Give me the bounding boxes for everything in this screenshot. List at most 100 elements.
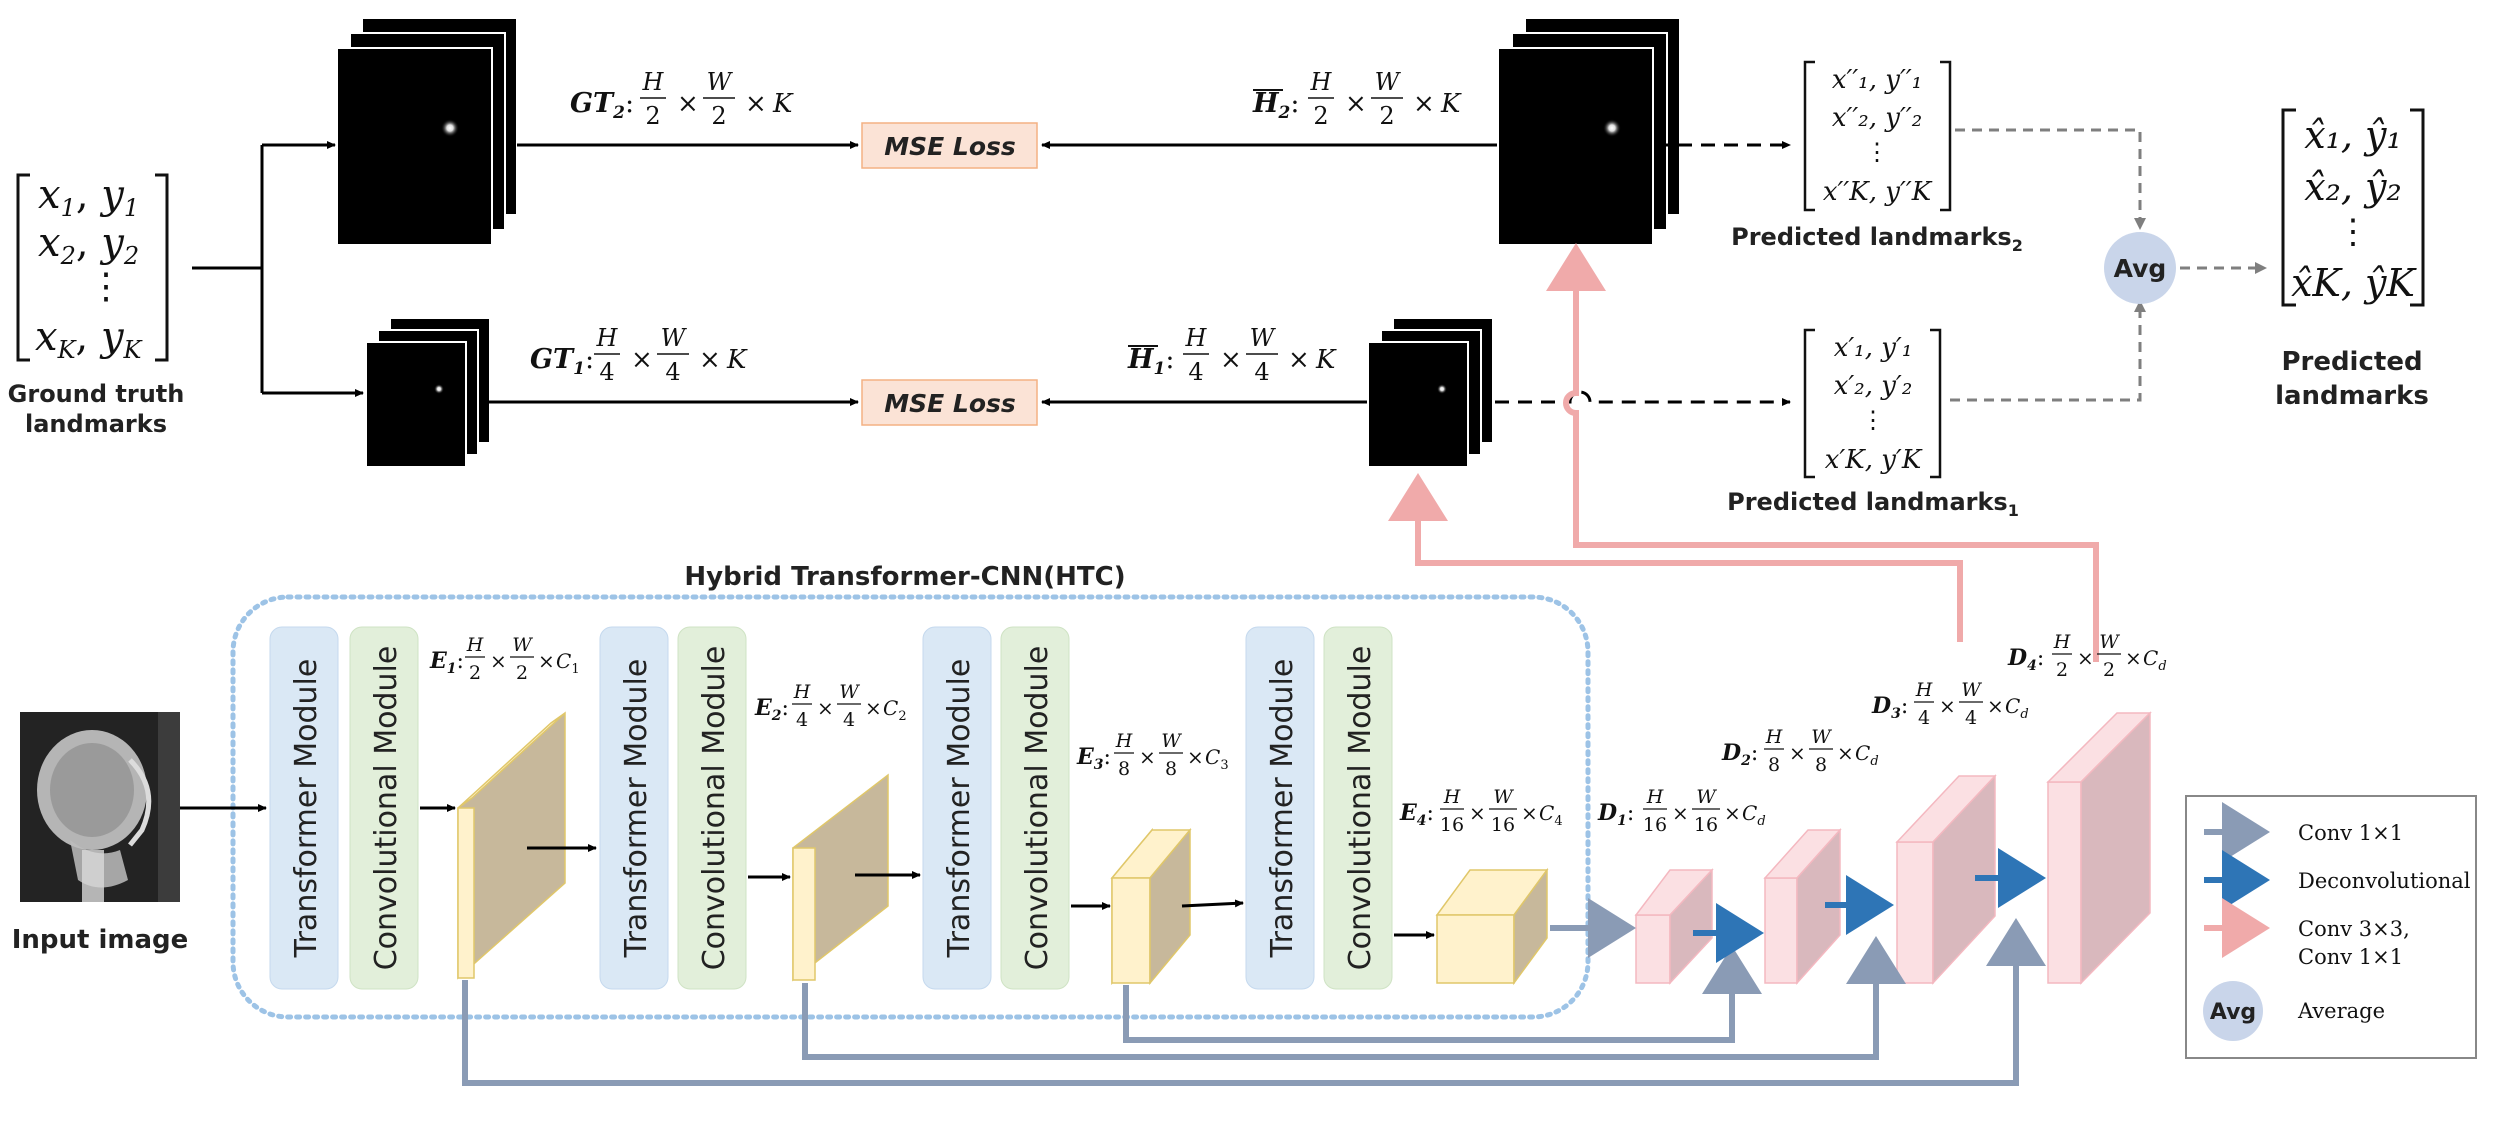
gt-yk-sub: K bbox=[123, 336, 144, 364]
mse-loss-bottom-label: MSE Loss bbox=[884, 389, 1016, 418]
e1-num-w: W bbox=[512, 634, 533, 656]
svg-text:D3:: D3: bbox=[1871, 693, 1908, 722]
gt1-name: GT bbox=[530, 344, 575, 375]
htc-modules: Transformer Module Convolutional Module … bbox=[269, 626, 1393, 990]
gt-y2: y bbox=[99, 220, 125, 266]
e4-c: C bbox=[1539, 801, 1554, 825]
final-label-line2: landmarks bbox=[2275, 381, 2429, 411]
htc-title: Hybrid Transformer-CNN(HTC) bbox=[684, 562, 1125, 592]
mse-loss-top-box bbox=[861, 122, 1038, 169]
decoder-1-side bbox=[1669, 868, 1713, 985]
svg-text:xK, yK: xK, yK bbox=[35, 314, 144, 364]
h2-k: K bbox=[1440, 89, 1462, 119]
h1-times: × bbox=[1220, 345, 1242, 375]
legend-conv3-label-2: Conv 1×1 bbox=[2298, 945, 2403, 969]
svg-text:C3: C3 bbox=[1205, 745, 1229, 773]
h1-den-w: 4 bbox=[1254, 358, 1269, 386]
pred1-label: Predicted landmarks bbox=[1727, 488, 2008, 516]
d3-den-w: 4 bbox=[1965, 707, 1977, 729]
h2-num-h: H bbox=[1310, 68, 1333, 96]
svg-text:×: × bbox=[1939, 694, 1956, 718]
decoder-dim-labels: D1: H 16 × W 16 × Cd D2: H 8 × W 8 × Cd … bbox=[1597, 631, 2167, 836]
ground-truth-label-line1: Ground truth bbox=[8, 380, 185, 408]
ground-truth-matrix: x1, y1 x2, y2 ⋮ xK, yK Ground truth land… bbox=[8, 172, 185, 438]
svg-text:×: × bbox=[490, 649, 507, 673]
svg-text:GT2:: GT2: bbox=[570, 88, 634, 123]
h2-heatmap-stack bbox=[1497, 17, 1681, 246]
deconv-arrows bbox=[1693, 848, 2046, 963]
skip-connections bbox=[462, 898, 2046, 1086]
d1-name: D bbox=[1597, 800, 1617, 826]
d3-num-w: W bbox=[1961, 679, 1982, 701]
transformer-module-3 bbox=[922, 626, 992, 990]
decoder-3-side bbox=[1932, 774, 1996, 985]
h1-num-h: H bbox=[1185, 324, 1208, 352]
d2-c: C bbox=[1855, 741, 1870, 765]
pred2-label-sub: 2 bbox=[2012, 236, 2023, 255]
pred1-label-sub: 1 bbox=[2008, 501, 2019, 520]
h1-colon: : bbox=[1165, 344, 1174, 375]
conv-module-3-label: Convolutional Module bbox=[1020, 646, 1055, 971]
svg-text:×: × bbox=[817, 696, 834, 720]
pred2-dots: ⋮ bbox=[1865, 138, 1889, 166]
gt2-dims: GT2: H 2 × W 2 × K bbox=[570, 68, 794, 130]
gt-y1-sub: 1 bbox=[124, 194, 139, 222]
predicted-landmarks-1: x′₁, y′₁ x′₂, y′₂ ⋮ x′K, y′K Predicted l… bbox=[1727, 328, 2019, 520]
svg-text:×: × bbox=[2125, 646, 2142, 670]
h1-heatmap-stack bbox=[1367, 317, 1494, 468]
predicted-landmarks-2: x′′₁, y′′₁ x′′₂, y′′₂ ⋮ x′′K, y′′K Predi… bbox=[1731, 60, 2023, 255]
final-dots: ⋮ bbox=[2336, 212, 2370, 252]
gt-split-arrows bbox=[192, 141, 364, 397]
transformer-module-4 bbox=[1245, 626, 1315, 990]
d3-den-h: 4 bbox=[1918, 707, 1930, 729]
svg-text:×: × bbox=[865, 696, 882, 720]
encoder-dim-labels: E1: H 2 × W 2 × C1 E2: H 4 × W 4 × C2 E3… bbox=[429, 634, 1563, 836]
gt-x1: x bbox=[38, 172, 61, 218]
pred1-dots: ⋮ bbox=[1861, 406, 1885, 434]
e4-den-w: 16 bbox=[1491, 814, 1515, 836]
gt1-sub: 1 bbox=[573, 359, 585, 379]
legend-avg-label: Average bbox=[2297, 999, 2385, 1023]
gt1-dims: GT1: H 4 × W 4 × K bbox=[530, 324, 748, 386]
e1-name: E bbox=[429, 648, 448, 674]
gt2-k: K bbox=[772, 89, 794, 119]
encoder-4-side bbox=[1513, 867, 1548, 986]
legend-conv1-label: Conv 1×1 bbox=[2298, 821, 2403, 845]
d2-sub: 2 bbox=[1740, 753, 1751, 769]
gt2-den-h: 2 bbox=[645, 102, 660, 130]
encoder-3-front bbox=[1111, 877, 1151, 984]
gt-xk: x bbox=[35, 314, 58, 360]
transformer-module-1 bbox=[269, 626, 339, 990]
d4-c-sub: d bbox=[2158, 659, 2166, 674]
decoder-features bbox=[1634, 711, 2152, 985]
d2-c-sub: d bbox=[1870, 754, 1878, 769]
conv-module-2-label: Convolutional Module bbox=[697, 646, 732, 971]
svg-text:×: × bbox=[2077, 646, 2094, 670]
gt2-times: × bbox=[677, 89, 699, 119]
d4-num-w: W bbox=[2099, 631, 2120, 653]
e4-num-w: W bbox=[1493, 786, 1514, 808]
gt-xk-sub: K bbox=[57, 336, 78, 364]
h2-den-h: 2 bbox=[1313, 102, 1328, 130]
d3-num-h: H bbox=[1915, 679, 1933, 701]
d1-den-h: 16 bbox=[1643, 814, 1667, 836]
gt1-colon: : bbox=[585, 344, 594, 375]
gt1-den-w: 4 bbox=[665, 358, 680, 386]
e3-name: E bbox=[1076, 744, 1095, 770]
svg-text:Predicted landmarks1: Predicted landmarks1 bbox=[1727, 488, 2019, 520]
pred1-row-1: x′₁, y′₁ bbox=[1834, 333, 1913, 363]
landmark-spot bbox=[434, 384, 444, 394]
svg-text:Predicted landmarks2: Predicted landmarks2 bbox=[1731, 223, 2023, 255]
gt2-name: GT bbox=[570, 88, 615, 119]
gt-x1-sub: 1 bbox=[61, 194, 76, 222]
svg-text:E2:: E2: bbox=[754, 695, 789, 724]
pred2-row-2: x′′₂, y′′₂ bbox=[1832, 103, 1922, 133]
e2-den-h: 4 bbox=[796, 709, 808, 731]
h2-name: H bbox=[1252, 88, 1280, 119]
h2-sub: 2 bbox=[1278, 103, 1291, 123]
d1-c: C bbox=[1742, 801, 1757, 825]
mse-loss-top-label: MSE Loss bbox=[884, 132, 1016, 161]
svg-text:C4: C4 bbox=[1539, 801, 1563, 829]
svg-text:GT1:: GT1: bbox=[530, 344, 594, 379]
